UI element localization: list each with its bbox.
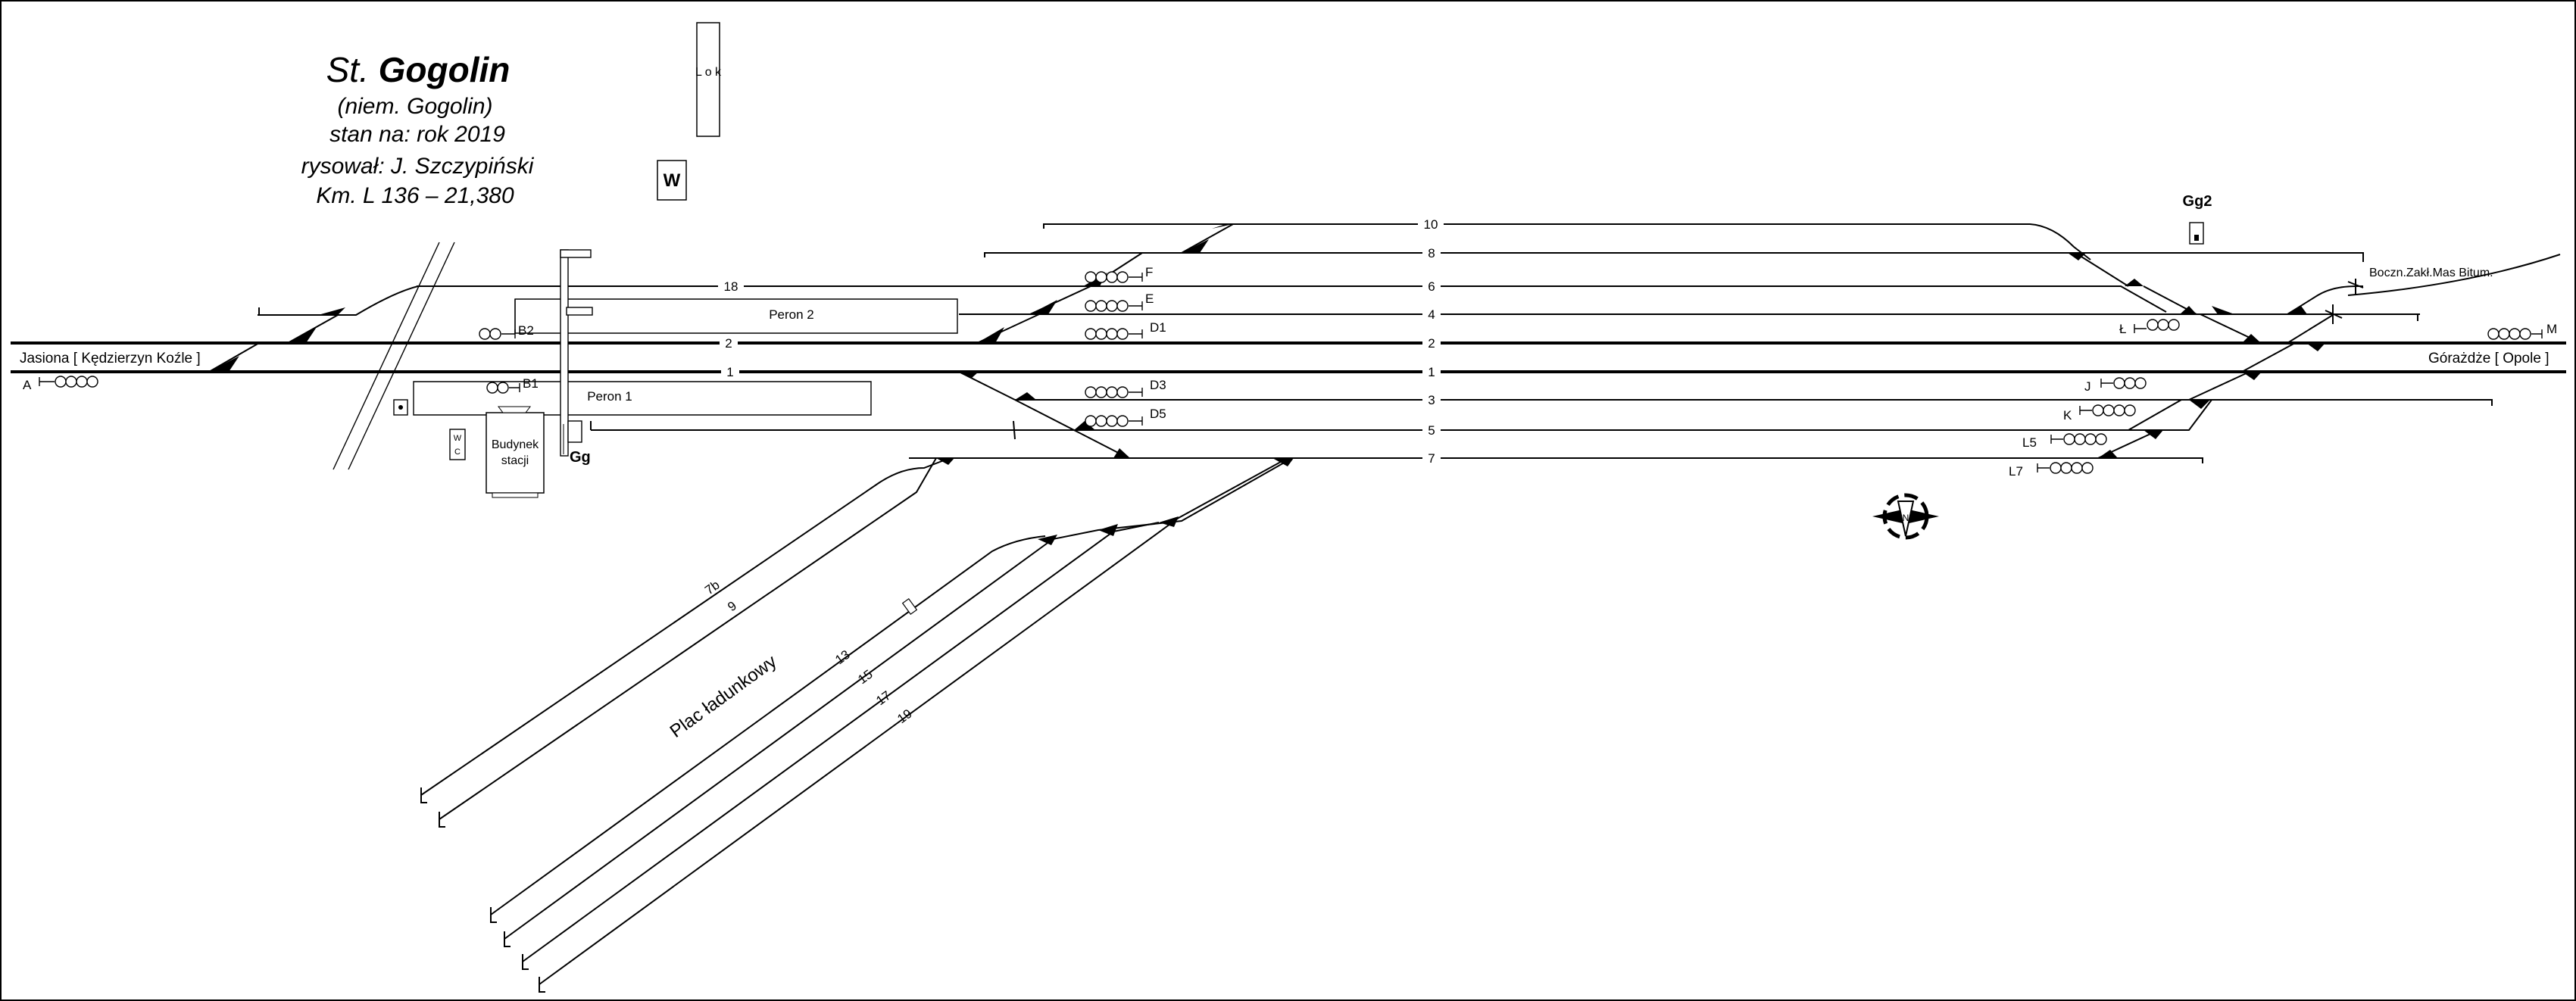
signal-j-label: J [2084,379,2091,394]
track-7-label: 7 [1428,451,1435,466]
track-5 [590,399,2212,431]
track-9 [439,457,937,820]
track-4-label: 4 [1428,307,1435,322]
toilet [449,429,466,460]
box-gg-label: Gg [570,449,591,466]
station-building-label-2: stacji [501,454,529,467]
signal-l7-label: L7 [2009,464,2023,479]
title-station: Gogolin [379,50,511,89]
title-prefix: St. [326,50,369,89]
track-6-label: 6 [1428,279,1435,294]
track-10-label: 10 [1424,217,1438,232]
track-2-label: 2 [1428,336,1435,351]
track-2-label-west: 2 [725,336,732,351]
track-8 [984,252,2364,262]
loco-shed [696,22,720,137]
signal-b2-label: B2 [518,323,534,338]
compass-icon: N [1872,493,1939,540]
siding-track-ext [2347,254,2561,296]
title-author: rysował: J. Szczypiński [301,154,535,179]
track-19 [539,457,1288,985]
goods-yard-tracks [420,457,1293,993]
signal-a-label: A [23,378,32,392]
track-1-label: 1 [1428,365,1435,379]
track-6 [1091,285,2167,313]
box-gg2-label: Gg2 [2183,193,2212,210]
signal-f-label: F [1145,265,1153,279]
platform-2-label: Peron 2 [769,307,814,322]
platform-1 [413,381,872,416]
platform-1-label: Peron 1 [587,389,632,404]
box-gg [567,420,582,443]
signals: A B2 B1 F E D1 D3 D5 Ł [23,265,2557,479]
crossover-east-5 [2128,399,2182,431]
track-8-label: 8 [1428,246,1435,260]
station-building: Budynek stacji [486,406,545,498]
signal-l5-label: L5 [2022,435,2037,450]
signal-d1-label: D1 [1150,320,1166,335]
direction-west: Jasiona [ Kędzierzyn Koźle ] [20,351,201,366]
signal-k-label: K [2063,408,2072,423]
water-tower-label: W [664,170,681,191]
title-kilometre: Km. L 136 – 21,380 [316,183,514,208]
road-bridge [333,242,455,470]
track-17-label: 17 [873,688,893,708]
signal-b1-label: B1 [523,376,539,391]
track-7b-label: 7b [702,578,722,597]
track-18-curve [258,285,419,316]
title: St. Gogolin [326,50,511,89]
track-17 [522,522,1160,962]
title-german-name: (niem. Gogolin) [337,94,492,119]
water-tower [657,160,687,201]
crossover-3-5 [1014,399,1075,431]
crossover-east-8 [2075,252,2129,287]
signal-l-label: Ł [2119,322,2126,336]
crossover-east-3 [2188,371,2250,401]
track-13 [490,535,1046,915]
yard-label: Plac ładunkowy [667,651,781,742]
signal-d3-label: D3 [1150,378,1166,392]
crossover-10 [1181,223,1234,254]
track-3 [1015,399,2493,406]
crossover-west-2 [287,314,339,344]
platforms: Peron 2 Peron 1 [413,298,958,416]
footbridge [560,249,593,457]
track-1-label-west: 1 [726,365,733,379]
title-status: stan na: rok 2019 [329,122,505,147]
box-gg2 [2189,222,2204,245]
title-block: St. Gogolin (niem. Gogolin) stan na: rok… [301,50,535,208]
track-3-label: 3 [1428,393,1435,407]
direction-east: Górażdże [ Opole ] [2428,351,2549,366]
siding-label: Boczn.Zakł.Mas Bitum. [2369,267,2493,279]
track-10 [1043,223,2091,260]
crossover-west-1 [208,342,260,373]
track-5-label: 5 [1428,423,1435,438]
platform-2 [514,298,958,334]
signal-e-label: E [1145,292,1154,306]
switch-frogs [209,224,2325,545]
track-15 [504,457,1293,940]
toilet-label-c: C [454,447,461,457]
svg-text:N: N [1903,513,1909,523]
signal-m-label: M [2546,322,2557,336]
track-18-label: 18 [724,279,738,294]
crossover-east-2 [2287,314,2334,344]
yard-marker [901,597,918,616]
track-7 [909,457,2203,463]
crossover-east-1 [2241,342,2296,373]
toilet-label-w: W [454,434,462,443]
track-7b [420,457,951,796]
loco-shed-label: L o k [695,66,722,79]
track-labels: 10 8 18 6 4 2 2 1 1 3 5 7 7b 9 13 15 17 … [702,217,1444,726]
station-building-label-1: Budynek [492,438,539,451]
signal-d5-label: D5 [1150,407,1166,421]
track-9-label: 9 [725,598,739,614]
